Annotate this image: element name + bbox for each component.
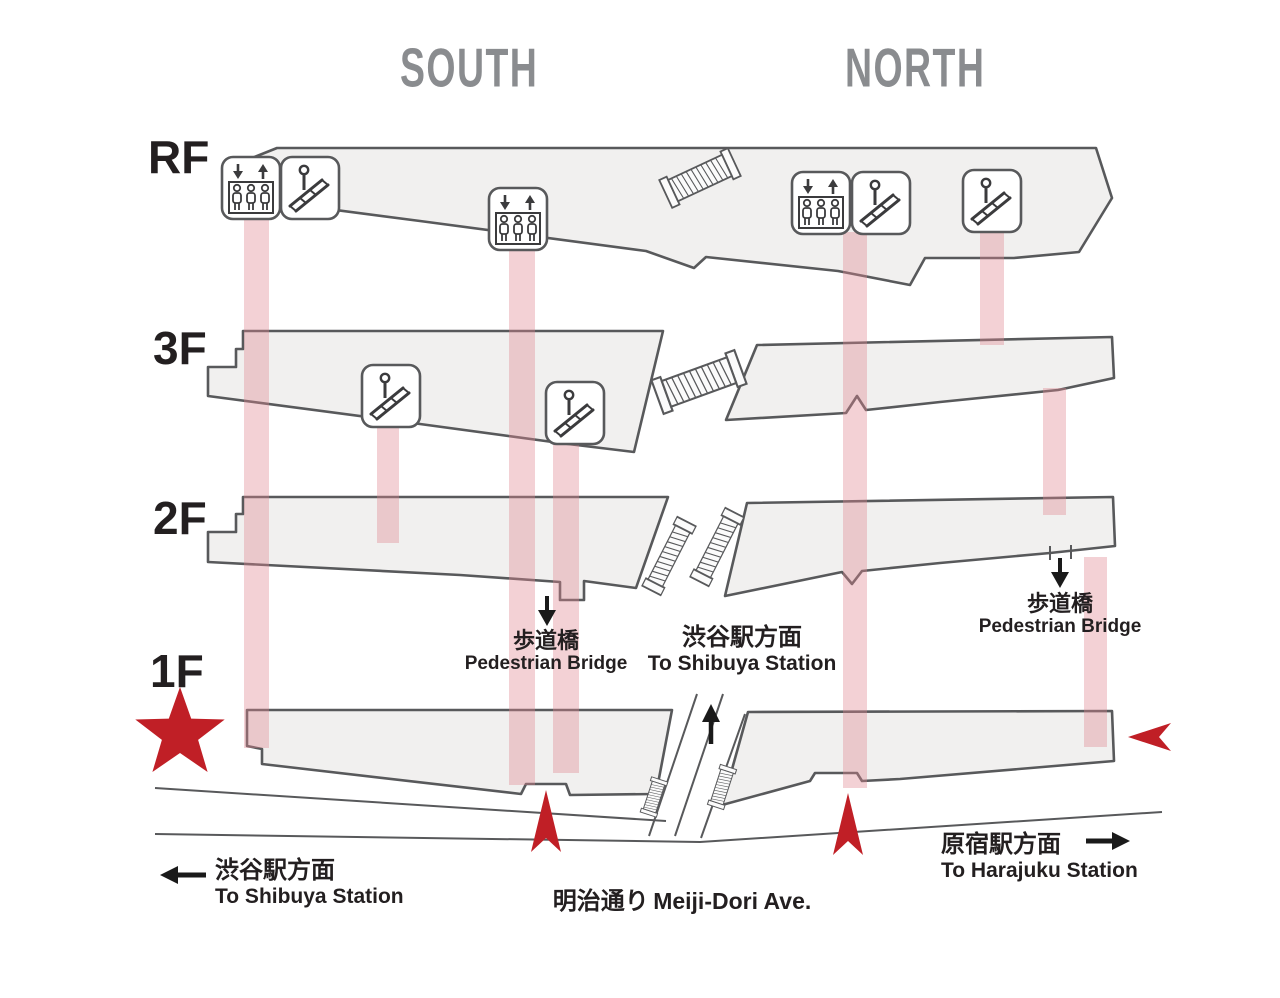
shaft-north-escalator-3f bbox=[1043, 388, 1066, 515]
to-harajuku-jp: 原宿駅方面 bbox=[941, 831, 1061, 858]
floor-slabs bbox=[206, 146, 1117, 807]
pedestrian-bridge-label-south: 歩道橋 Pedestrian Bridge bbox=[465, 628, 628, 675]
elevator-icon bbox=[487, 186, 549, 252]
floor-label-3f: 3F bbox=[153, 322, 207, 374]
street-label-en: Meiji-Dori Ave. bbox=[653, 888, 812, 914]
to-shibuya-bottom-en: To Shibuya Station bbox=[215, 884, 404, 908]
direction-arrows bbox=[160, 558, 1130, 884]
floor1-south-slab bbox=[245, 708, 674, 797]
road-edge-upper-south bbox=[154, 787, 667, 822]
shaft-north-bridge bbox=[1084, 557, 1107, 747]
south-section-title: SOUTH bbox=[400, 38, 539, 99]
entrance-arrow bbox=[833, 793, 863, 855]
pedestrian-bridge-south-jp: 歩道橋 bbox=[512, 628, 580, 653]
pedestrian-bridge-north-jp: 歩道橋 bbox=[1026, 591, 1094, 616]
escalator-icon bbox=[544, 380, 606, 446]
shaft-south-escalator-bridge bbox=[553, 444, 579, 773]
floor2-north-slab bbox=[723, 495, 1117, 598]
floor-label-1f: 1F bbox=[150, 645, 204, 697]
escalator-icon bbox=[850, 170, 912, 236]
pedestrian-bridge-north-en: Pedestrian Bridge bbox=[978, 616, 1142, 638]
bridge-slot-ticks bbox=[1049, 545, 1072, 560]
street-label: 明治通り Meiji-Dori Ave. bbox=[553, 888, 812, 916]
to-shibuya-mid-jp: 渋谷駅方面 bbox=[682, 624, 802, 651]
pedestrian-bridge-label-north: 歩道橋 Pedestrian Bridge bbox=[979, 591, 1142, 638]
to-shibuya-bottom-jp: 渋谷駅方面 bbox=[215, 857, 335, 884]
arrow-left-icon bbox=[160, 866, 206, 884]
arrow-up-icon bbox=[702, 704, 720, 744]
floor2-south-slab bbox=[206, 495, 670, 602]
floor-label-rf: RF bbox=[148, 131, 210, 183]
to-harajuku-en: To Harajuku Station bbox=[941, 858, 1138, 882]
red-markers bbox=[135, 687, 1171, 855]
current-location-star bbox=[135, 687, 225, 772]
floor-label-2f: 2F bbox=[153, 492, 207, 544]
escalator-icon bbox=[961, 168, 1023, 234]
to-shibuya-bottom-label: 渋谷駅方面 To Shibuya Station bbox=[215, 857, 404, 909]
arrow-down-icon bbox=[1051, 558, 1069, 588]
pedestrian-bridge-south-en: Pedestrian Bridge bbox=[464, 653, 628, 675]
shaft-north-elevator bbox=[843, 232, 867, 788]
street-label-jp: 明治通り bbox=[552, 888, 649, 915]
to-harajuku-label: 原宿駅方面 To Harajuku Station bbox=[941, 831, 1138, 883]
elevator-icon bbox=[790, 170, 852, 236]
entrance-arrow-west bbox=[1128, 723, 1171, 751]
road-edge-lower bbox=[154, 811, 1163, 844]
floor3-north-slab bbox=[724, 335, 1116, 422]
escalator-icon bbox=[360, 363, 422, 429]
to-shibuya-mid-label: 渋谷駅方面 To Shibuya Station bbox=[648, 624, 837, 676]
shaft-south-elevator bbox=[244, 216, 269, 748]
shaft-north-escalator-rf bbox=[980, 228, 1004, 345]
floor1-north-slab bbox=[720, 709, 1116, 807]
escalator-icon bbox=[279, 155, 341, 221]
shaft-mid-elevator bbox=[509, 248, 535, 785]
shaft-south-escalator-3f bbox=[377, 425, 399, 543]
elevator-icon bbox=[220, 155, 282, 221]
vertical-circulation-shafts bbox=[244, 216, 1107, 788]
north-section-title: NORTH bbox=[845, 38, 986, 99]
arrow-down-icon bbox=[538, 596, 556, 626]
to-shibuya-mid-en: To Shibuya Station bbox=[647, 651, 837, 675]
road-gap-line-1 bbox=[648, 693, 698, 837]
arrow-right-icon bbox=[1086, 832, 1130, 850]
entrance-arrow bbox=[531, 790, 561, 852]
